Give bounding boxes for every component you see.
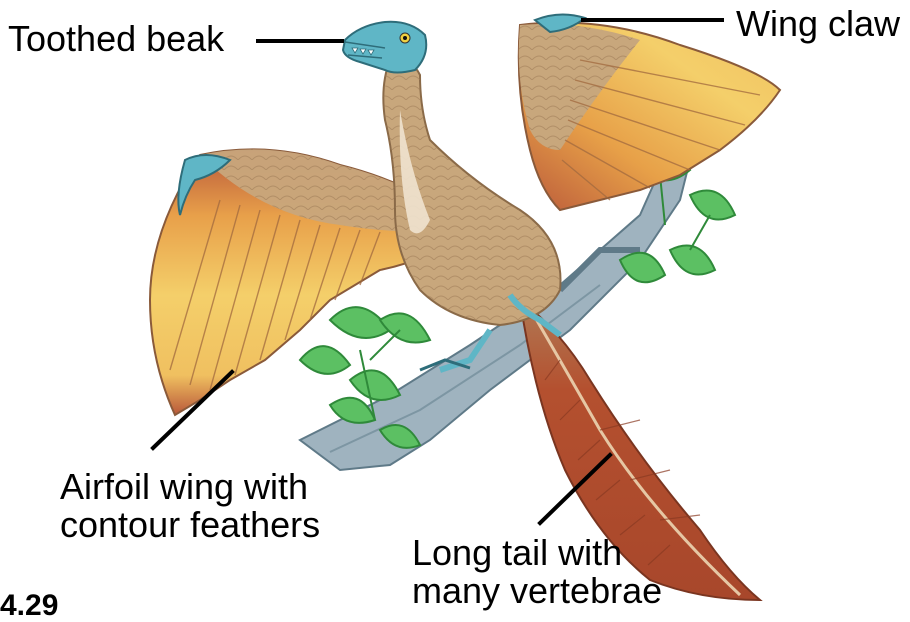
wing-claw-label: Wing claw bbox=[736, 5, 900, 43]
airfoil-wing-label: Airfoil wing with contour feathers bbox=[60, 468, 320, 544]
long-tail-label: Long tail with many vertebrae bbox=[412, 534, 662, 610]
airfoil-wing-label-line2: contour feathers bbox=[60, 506, 320, 544]
head bbox=[343, 22, 426, 73]
long-tail-label-line1: Long tail with bbox=[412, 534, 662, 572]
airfoil-wing-label-line1: Airfoil wing with bbox=[60, 468, 320, 506]
toothed-beak-label: Toothed beak bbox=[8, 20, 224, 58]
figure-number: 4.29 bbox=[0, 590, 58, 622]
long-tail-label-line2: many vertebrae bbox=[412, 572, 662, 610]
